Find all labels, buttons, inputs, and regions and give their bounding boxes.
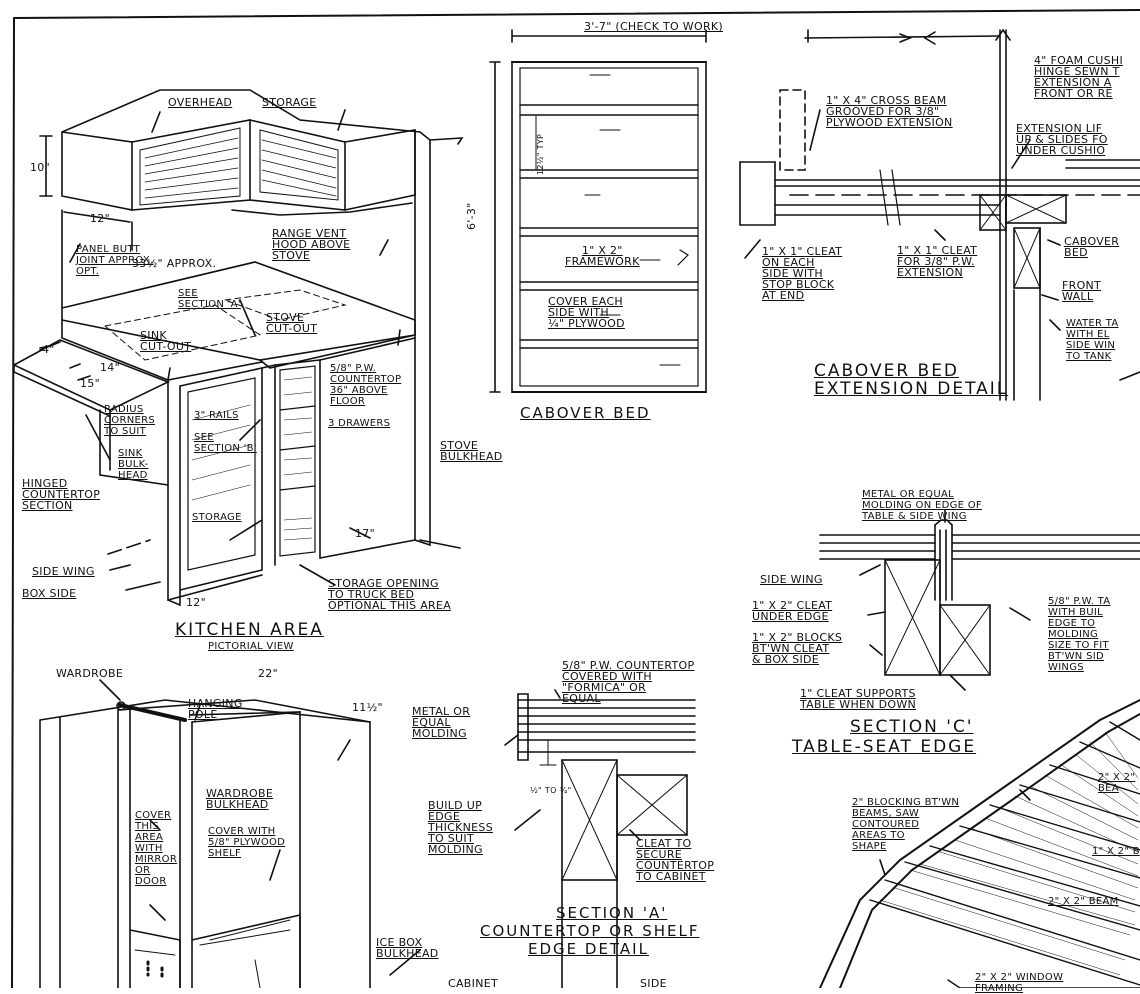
cover-plywood-label: COVER WITH 5/8" PLYWOOD SHELF bbox=[208, 826, 286, 859]
cabover-dim-top: 3'-7" (CHECK TO WORK) bbox=[584, 20, 723, 33]
cabover-bed-label: CABOVER BED bbox=[1064, 235, 1120, 259]
blocks-label: 1" X 2" BLOCKS BT'WN CLEAT & BOX SIDE bbox=[752, 631, 843, 666]
storage2-label: STORAGE bbox=[192, 512, 242, 523]
dim-22: 22" bbox=[258, 667, 278, 680]
radius-label: RADIUS CORNERS TO SUIT bbox=[104, 404, 155, 437]
cover-label: COVER EACH SIDE WITH ¼" PLYWOOD bbox=[548, 295, 625, 330]
stove-bulkhead-label: STOVE BULKHEAD bbox=[440, 439, 503, 463]
beam3-label: 2" X 2" BEAM bbox=[1048, 896, 1119, 907]
sink-cutout-label: SINK CUT-OUT bbox=[140, 329, 192, 353]
section-a-metal-label: METAL OR EQUAL MOLDING bbox=[412, 705, 471, 740]
storage-label: STORAGE bbox=[262, 96, 317, 109]
section-a-title-2: COUNTERTOP OR SHELF bbox=[480, 922, 700, 940]
dim-11: 11½" bbox=[352, 701, 383, 714]
kitchen-title: KITCHEN AREA bbox=[175, 620, 324, 640]
kitchen-subtitle: PICTORIAL VIEW bbox=[208, 641, 294, 652]
side-wing-label: SIDE WING bbox=[32, 565, 95, 578]
dim-15: 15" bbox=[80, 377, 100, 390]
section-a-countertop-label: 5/8" P.W. COUNTERTOP COVERED WITH "FORMI… bbox=[562, 659, 695, 705]
hinged-label: HINGED COUNTERTOP SECTION bbox=[22, 477, 101, 512]
dim-12b: 12" bbox=[186, 596, 206, 609]
blocking-label: 2" BLOCKING BT'WN BEAMS, SAW CONTOURED A… bbox=[852, 797, 960, 852]
see-section-a-label: SEE SECTION 'A' bbox=[178, 288, 241, 310]
section-c-title-1: SECTION 'C' bbox=[850, 717, 974, 737]
side-label: SIDE bbox=[640, 977, 667, 990]
extension-lifts-label: EXTENSION LIF UP & SLIDES FO UNDER CUSHI… bbox=[1016, 122, 1108, 157]
water-tank-label: WATER TA WITH EL SIDE WIN TO TANK bbox=[1066, 318, 1119, 362]
framework-label: 1" X 2" FRAMEWORK bbox=[565, 244, 640, 268]
section-a-title-3: EDGE DETAIL bbox=[528, 940, 649, 958]
section-c-side-wing-label: SIDE WING bbox=[760, 573, 823, 586]
dim-17: 17" bbox=[355, 527, 375, 540]
beam1-label: 2" X 2" BEA bbox=[1098, 772, 1136, 794]
cleat-supports-label: 1" CLEAT SUPPORTS TABLE WHEN DOWN bbox=[800, 687, 917, 711]
metal-molding-label: METAL OR EQUAL MOLDING ON EDGE OF TABLE … bbox=[862, 489, 982, 522]
sink-bulkhead-label: SINK BULK- HEAD bbox=[118, 448, 149, 481]
extension-title-1: CABOVER BED bbox=[814, 361, 960, 381]
countertop-label: 5/8" P.W. COUNTERTOP 36" ABOVE FLOOR bbox=[330, 363, 402, 407]
extension-title-2: EXTENSION DETAIL bbox=[814, 379, 1009, 399]
pw-table-label: 5/8" P.W. TA WITH BUIL EDGE TO MOLDING S… bbox=[1048, 596, 1111, 673]
see-section-b-label: SEE SECTION 'B' bbox=[194, 432, 257, 454]
icebox-bulkhead-label: ICE BOX BULKHEAD bbox=[376, 936, 439, 960]
cabover-dim-typ: 12½" TYP bbox=[536, 133, 545, 175]
section-a-title-1: SECTION 'A' bbox=[556, 904, 668, 922]
section-a-cleat-label: CLEAT TO SECURE COUNTERTOP TO CABINET bbox=[636, 837, 715, 883]
cleat1-label: 1" X 1" CLEAT ON EACH SIDE WITH STOP BLO… bbox=[762, 245, 843, 302]
cover-area-label: COVER THIS AREA WITH MIRROR OR DOOR bbox=[135, 810, 178, 887]
wardrobe-bulkhead-label: WARDROBE BULKHEAD bbox=[206, 787, 274, 811]
drawers-label: 3 DRAWERS bbox=[328, 418, 391, 429]
wardrobe-label: WARDROBE bbox=[56, 667, 124, 680]
cabover-title: CABOVER BED bbox=[520, 404, 651, 422]
cleat-under-label: 1" X 2" CLEAT UNDER EDGE bbox=[752, 599, 833, 623]
cabinet-label: CABINET bbox=[448, 977, 498, 990]
section-c-title-2: TABLE-SEAT EDGE bbox=[792, 737, 977, 757]
cabover-dim-side: 6'-3" bbox=[465, 202, 478, 230]
range-vent-label: RANGE VENT HOOD ABOVE STOVE bbox=[272, 227, 351, 262]
build-up-label: BUILD UP EDGE THICKNESS TO SUIT MOLDING bbox=[428, 799, 493, 856]
dim-4: 4" bbox=[42, 343, 55, 356]
dim-10: 10" bbox=[30, 161, 50, 174]
hanging-pole-label: HANGING POLE bbox=[188, 697, 243, 721]
cross-beam-label: 1" X 4" CROSS BEAM GROOVED FOR 3/8" PLYW… bbox=[826, 94, 953, 129]
rails-label: 3" RAILS bbox=[194, 410, 239, 421]
half-dim: ½" TO ¾" bbox=[530, 786, 572, 795]
cleat2-label: 1" X 1" CLEAT FOR 3/8" P.W. EXTENSION bbox=[897, 244, 978, 279]
panel-butt-label: PANEL BUTT JOINT APPROX. OPT. bbox=[76, 244, 154, 277]
dim-14: 14" bbox=[100, 361, 120, 374]
storage-opening-label: STORAGE OPENING TO TRUCK BED OPTIONAL TH… bbox=[328, 577, 452, 612]
approx-dim: 33½" APPROX. bbox=[132, 257, 217, 270]
foam-cushion-label: 4" FOAM CUSHI HINGE SEWN T EXTENSION A F… bbox=[1034, 54, 1123, 100]
beam2-label: 1" X 2" B bbox=[1092, 846, 1140, 857]
dim-12: 12" bbox=[90, 212, 110, 225]
overhead-label: OVERHEAD bbox=[168, 96, 233, 109]
window-framing-label: 2" X 2" WINDOW FRAMING bbox=[975, 972, 1064, 994]
box-side-label: BOX SIDE bbox=[22, 587, 77, 600]
front-wall-label: FRONT WALL bbox=[1062, 279, 1102, 303]
stove-cutout-label: STOVE CUT-OUT bbox=[266, 311, 318, 335]
